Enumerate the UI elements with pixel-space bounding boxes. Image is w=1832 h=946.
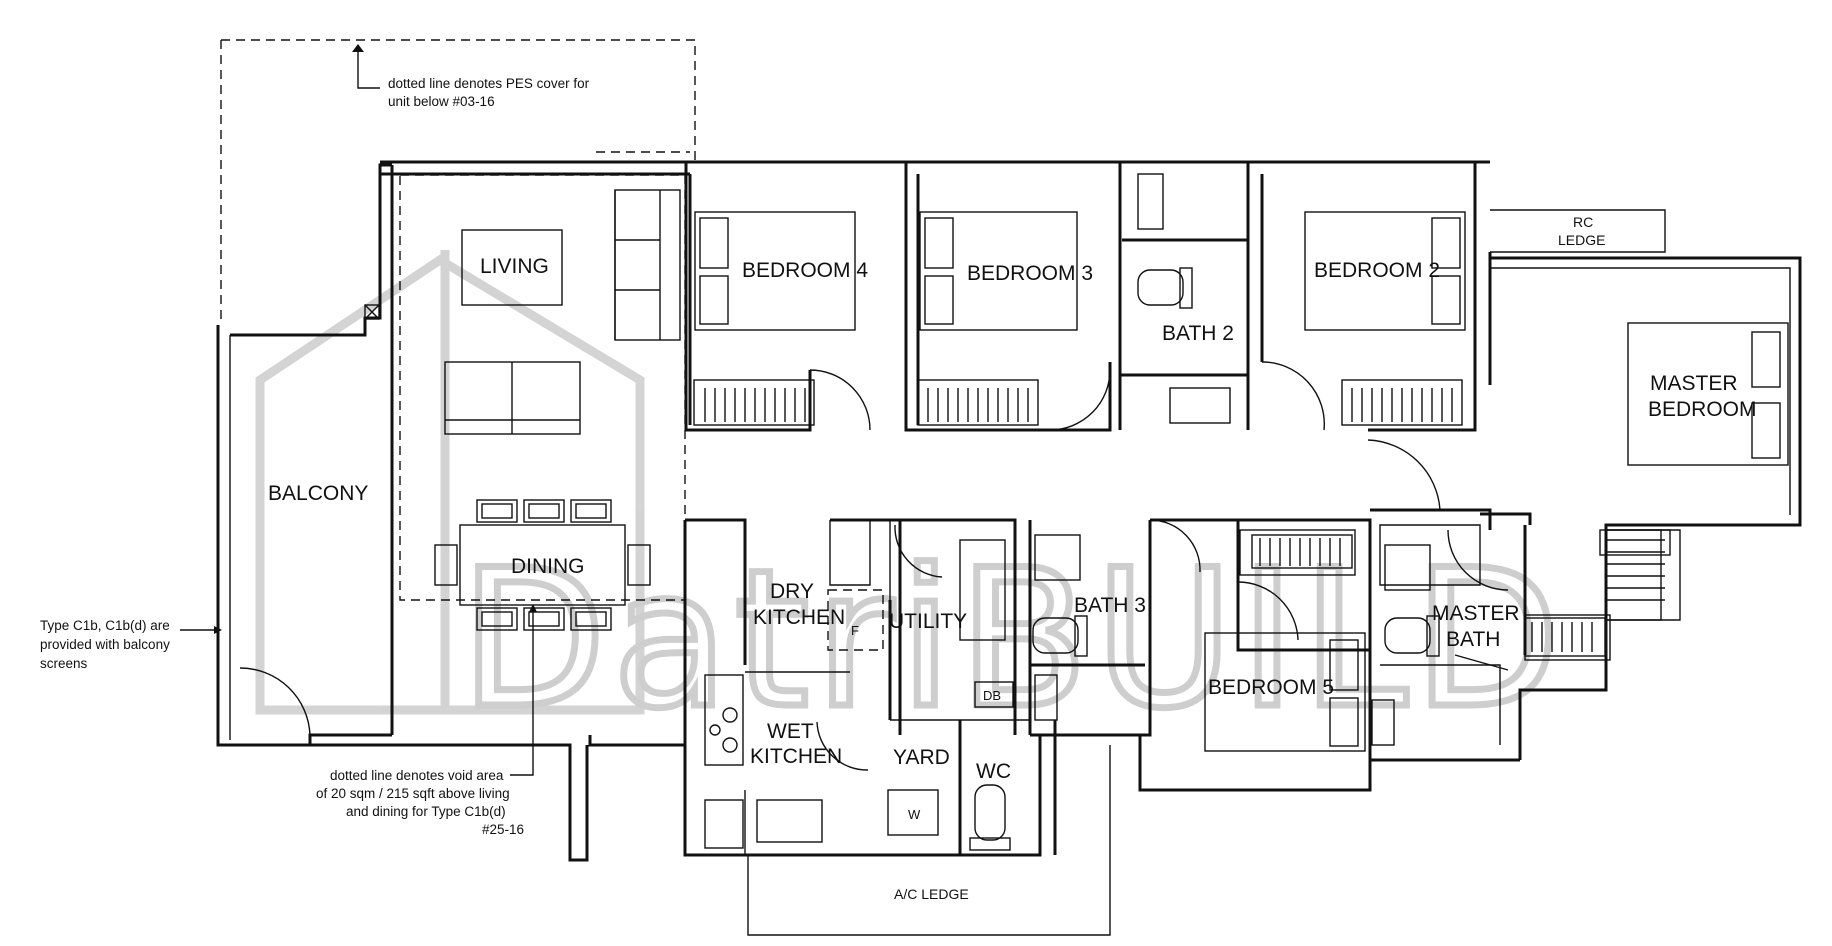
label-washer: W [908,807,921,822]
label-ac-ledge: A/C LEDGE [894,886,969,902]
label-master-bath-1: MASTER [1432,602,1520,625]
label-yard: YARD [893,746,950,769]
shower-master-bath [1371,699,1395,746]
leader-lines [180,44,537,776]
note-pes-line-1: dotted line denotes PES cover for [388,76,590,91]
hob [704,674,744,766]
washer-box [887,789,939,836]
grille-lines [704,388,1665,652]
note-void-line-3: and dining for Type C1b(d) [346,804,506,819]
fixture-labels: F DB W [851,623,1001,822]
utility-cabinet [959,539,1006,641]
label-bedroom-4: BEDROOM 4 [742,259,868,282]
label-bedroom-2: BEDROOM 2 [1314,259,1440,282]
shower-bath-3 [1034,674,1058,721]
label-balcony: BALCONY [268,482,368,505]
oven [704,799,744,849]
dining-table [459,524,626,606]
note-screens-line-3: screens [40,656,88,671]
note-void-line-2: of 20 sqm / 215 sqft above living [316,786,510,801]
sink-master-bath [1384,544,1431,591]
toilets [969,267,1440,851]
interior-partitions [744,238,1501,855]
furniture [364,173,1789,851]
label-wc: WC [976,760,1011,783]
pes-cover-outline [220,39,696,320]
bed-master [1627,322,1789,466]
label-rc-ledge-1: RC [1573,214,1593,230]
label-living: LIVING [480,255,549,278]
watermark-text: DatriBUILD [460,529,1566,750]
label-bath-3: BATH 3 [1074,594,1146,617]
kitchen-sink [756,799,823,843]
dining-chairs [434,499,651,631]
service-box [364,304,380,320]
label-rc-ledge-2: LEDGE [1558,232,1605,248]
label-master-bedroom-2: BEDROOM [1648,398,1757,421]
db-box [974,681,1014,708]
bed-bedroom-5 [1204,632,1366,752]
label-utility: UTILITY [889,610,967,633]
notes: dotted line denotes PES cover for unit b… [40,76,590,837]
doors [239,361,1509,771]
note-screens-line-1: Type C1b, C1b(d) are [40,618,170,633]
note-pes-line-2: unit below #03-16 [388,94,495,109]
sink-bath-2 [1169,387,1231,424]
label-db: DB [983,688,1001,703]
label-dry-kitchen-2: KITCHEN [753,606,845,629]
room-labels: LIVING DINING BALCONY BEDROOM 4 BEDROOM … [268,214,1757,902]
label-dry-kitchen-1: DRY [770,580,814,603]
bed-bedroom-2 [1304,211,1466,331]
sink-bath-3 [1034,534,1081,581]
outer-walls [216,160,1802,936]
ac-grilles [1251,529,1671,657]
label-bath-2: BATH 2 [1162,322,1234,345]
bed-bedroom-4 [694,211,856,331]
label-wet-kitchen-2: KITCHEN [750,745,842,768]
label-fridge: F [851,623,859,638]
note-void-line-4: #25-16 [482,822,524,837]
watermark: DatriBUILD [255,250,1566,754]
label-master-bath-2: BATH [1446,628,1500,651]
fridge-outline [827,589,884,651]
shower-bath-2 [1137,173,1164,230]
note-void-line-1: dotted line denotes void area [330,768,504,783]
label-dining: DINING [511,555,585,578]
label-bedroom-3: BEDROOM 3 [967,262,1093,285]
note-screens-line-2: provided with balcony [40,637,170,652]
label-master-bedroom-1: MASTER [1650,372,1738,395]
coffee-table [461,229,563,306]
label-wet-kitchen-1: WET [767,720,814,743]
bed-bedroom-3 [919,211,1078,331]
label-bedroom-5: BEDROOM 5 [1208,676,1334,699]
